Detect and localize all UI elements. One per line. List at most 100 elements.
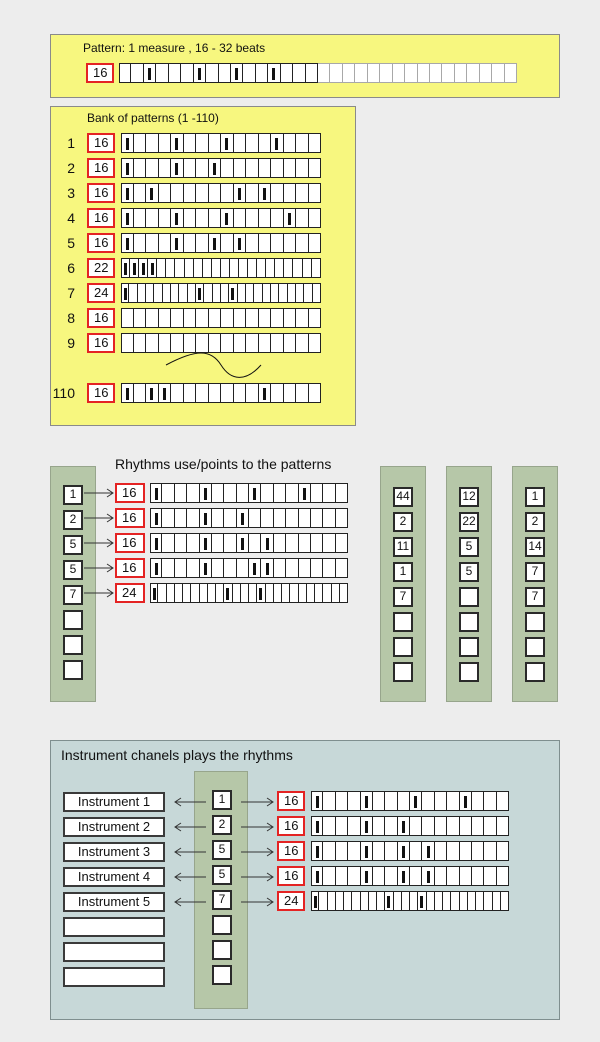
instrument-row-length-box[interactable]: 16: [277, 866, 305, 886]
beat-cell[interactable]: [121, 308, 134, 328]
bank-row-beat-strip[interactable]: [121, 333, 321, 353]
beat-cell[interactable]: [249, 583, 258, 603]
bank-row-length-box[interactable]: 16: [87, 208, 115, 228]
beat-cell[interactable]: [158, 133, 171, 153]
beat-cell[interactable]: [229, 258, 240, 278]
rhythm-row-length-box[interactable]: 24: [115, 583, 145, 603]
beat-cell[interactable]: [284, 258, 294, 278]
beat-cell[interactable]: [380, 63, 393, 83]
beat-cell[interactable]: [323, 791, 336, 811]
beat-cell[interactable]: [131, 63, 144, 83]
beat-cell[interactable]: [310, 508, 324, 528]
beat-cell[interactable]: [248, 258, 258, 278]
beat-cell[interactable]: [158, 183, 171, 203]
beat-cell[interactable]: [133, 233, 146, 253]
beat-cell[interactable]: [162, 283, 171, 303]
beat-cell[interactable]: [162, 483, 175, 503]
beat-cell[interactable]: [311, 866, 324, 886]
beat-cell[interactable]: [286, 558, 299, 578]
beat-cell[interactable]: [434, 816, 448, 836]
beat-cell[interactable]: [344, 891, 353, 911]
beat-cell[interactable]: [484, 816, 497, 836]
beat-cell[interactable]: [171, 233, 184, 253]
beat-cell[interactable]: [459, 866, 472, 886]
beat-cell[interactable]: [484, 891, 493, 911]
beat-cell[interactable]: [434, 791, 448, 811]
beat-cell[interactable]: [199, 483, 212, 503]
beat-cell[interactable]: [162, 558, 175, 578]
beat-cell[interactable]: [298, 508, 311, 528]
beat-cell[interactable]: [368, 891, 377, 911]
beat-cell[interactable]: [236, 508, 249, 528]
beat-cell[interactable]: [258, 158, 271, 178]
bank-row-length-box[interactable]: 16: [87, 233, 115, 253]
bank-row-length-box[interactable]: 24: [87, 283, 115, 303]
beat-cell[interactable]: [183, 308, 196, 328]
beat-cell[interactable]: [271, 158, 284, 178]
beat-cell[interactable]: [187, 533, 200, 553]
beat-cell[interactable]: [121, 158, 134, 178]
instrument-row-length-box[interactable]: 16: [277, 816, 305, 836]
beat-cell[interactable]: [397, 816, 410, 836]
beat-cell[interactable]: [323, 533, 336, 553]
rhythm-slot[interactable]: [525, 612, 545, 632]
beat-cell[interactable]: [208, 233, 221, 253]
beat-cell[interactable]: [166, 258, 176, 278]
beat-cell[interactable]: [410, 891, 419, 911]
beat-cell[interactable]: [261, 508, 274, 528]
channel-slot[interactable]: [212, 965, 232, 985]
beat-cell[interactable]: [367, 63, 381, 83]
beat-cell[interactable]: [196, 183, 209, 203]
beat-cell[interactable]: [268, 63, 281, 83]
beat-cell[interactable]: [492, 891, 501, 911]
beat-cell[interactable]: [171, 183, 184, 203]
beat-cell[interactable]: [233, 133, 246, 153]
beat-cell[interactable]: [422, 866, 435, 886]
beat-cell[interactable]: [150, 583, 159, 603]
beat-cell[interactable]: [492, 63, 505, 83]
beat-cell[interactable]: [279, 283, 288, 303]
beat-cell[interactable]: [166, 583, 175, 603]
beat-cell[interactable]: [236, 558, 249, 578]
beat-cell[interactable]: [280, 63, 294, 83]
rhythm-slot[interactable]: 7: [63, 585, 83, 605]
rhythm-row-beat-strip[interactable]: [150, 533, 348, 553]
beat-cell[interactable]: [296, 133, 309, 153]
beat-cell[interactable]: [196, 308, 209, 328]
beat-cell[interactable]: [158, 233, 171, 253]
beat-cell[interactable]: [183, 208, 196, 228]
beat-cell[interactable]: [121, 283, 130, 303]
beat-cell[interactable]: [249, 508, 262, 528]
beat-cell[interactable]: [426, 891, 435, 911]
beat-cell[interactable]: [434, 866, 448, 886]
beat-cell[interactable]: [174, 558, 188, 578]
beat-cell[interactable]: [451, 891, 460, 911]
beat-cell[interactable]: [121, 183, 134, 203]
beat-cell[interactable]: [447, 791, 460, 811]
beat-cell[interactable]: [298, 583, 307, 603]
beat-cell[interactable]: [211, 558, 225, 578]
beat-cell[interactable]: [335, 533, 348, 553]
beat-cell[interactable]: [249, 483, 262, 503]
bank-row-length-box[interactable]: 16: [87, 383, 115, 403]
beat-cell[interactable]: [397, 841, 410, 861]
beat-cell[interactable]: [496, 866, 509, 886]
beat-cell[interactable]: [401, 891, 410, 911]
beat-cell[interactable]: [434, 891, 443, 911]
beat-cell[interactable]: [121, 383, 134, 403]
channel-slot[interactable]: 1: [212, 790, 232, 810]
beat-cell[interactable]: [323, 558, 336, 578]
beat-cell[interactable]: [296, 208, 309, 228]
beat-cell[interactable]: [154, 283, 163, 303]
beat-cell[interactable]: [319, 891, 328, 911]
beat-cell[interactable]: [243, 63, 256, 83]
beat-cell[interactable]: [296, 233, 309, 253]
beat-cell[interactable]: [410, 791, 423, 811]
beat-cell[interactable]: [148, 258, 158, 278]
beat-cell[interactable]: [443, 891, 452, 911]
rhythm-slot[interactable]: 11: [393, 537, 413, 557]
beat-cell[interactable]: [459, 891, 468, 911]
beat-cell[interactable]: [360, 866, 373, 886]
rhythm-slot[interactable]: 2: [525, 512, 545, 532]
beat-cell[interactable]: [193, 258, 203, 278]
